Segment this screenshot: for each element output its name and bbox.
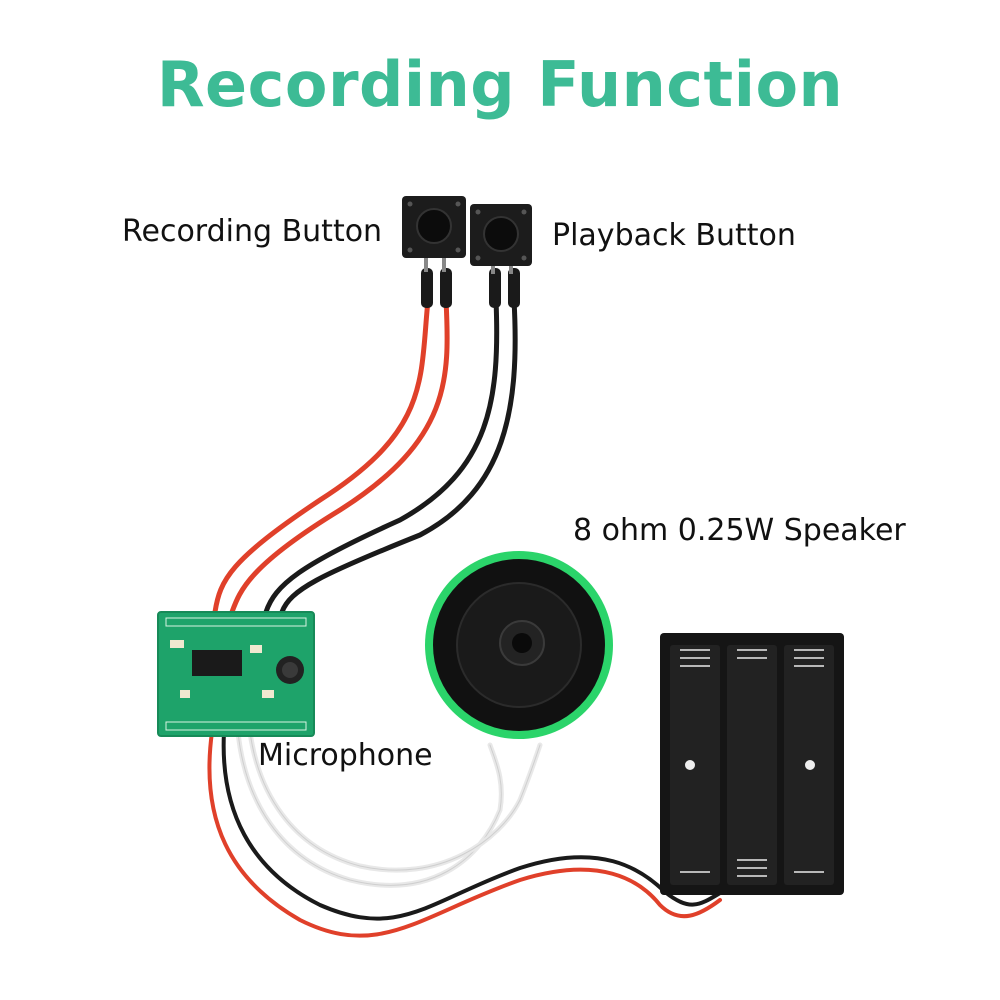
speaker-label: 8 ohm 0.25W Speaker (573, 513, 906, 548)
pcb-board (157, 611, 315, 737)
recording-button (402, 196, 466, 272)
playback-button (470, 204, 532, 274)
battery-holder (660, 633, 844, 895)
recording-button-label: Recording Button (122, 214, 383, 249)
button-wires (212, 268, 520, 615)
speaker-wires (235, 729, 543, 888)
speaker (425, 551, 613, 739)
playback-button-label: Playback Button (552, 218, 796, 253)
microphone-label: Microphone (258, 738, 433, 773)
page-title: Recording Function (156, 48, 844, 121)
